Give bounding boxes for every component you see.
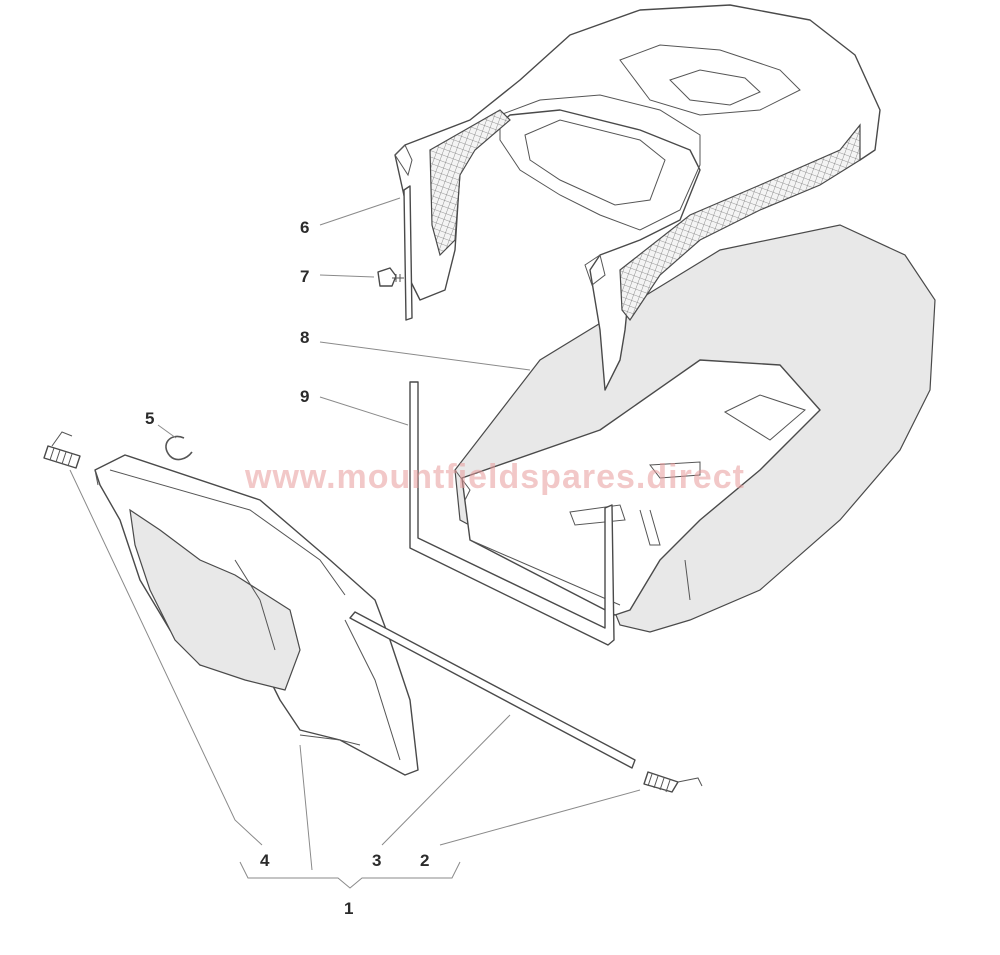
spring-right-part-2 [643, 771, 703, 793]
callout-5: 5 [145, 409, 154, 428]
callout-1: 1 [344, 899, 353, 918]
clip-part-5 [165, 435, 193, 461]
callout-3: 3 [372, 851, 381, 870]
spring-left-part-4 [43, 431, 81, 469]
rear-flap [94, 454, 419, 776]
watermark-text: www.mountfieldspares.direct [244, 458, 745, 496]
grass-bag [454, 224, 936, 633]
leader-lines [69, 197, 641, 889]
callout-9: 9 [300, 387, 309, 406]
callout-4: 4 [260, 851, 270, 870]
frame-rod-part-9 [409, 381, 615, 646]
callout-2: 2 [420, 851, 429, 870]
bag-top-cover [394, 4, 881, 391]
rod-part-3 [349, 611, 636, 769]
callout-6: 6 [300, 218, 309, 237]
callout-7: 7 [300, 267, 309, 286]
callout-8: 8 [300, 328, 309, 347]
screw-part-7 [377, 267, 404, 287]
side-strip-part-6 [403, 185, 413, 321]
